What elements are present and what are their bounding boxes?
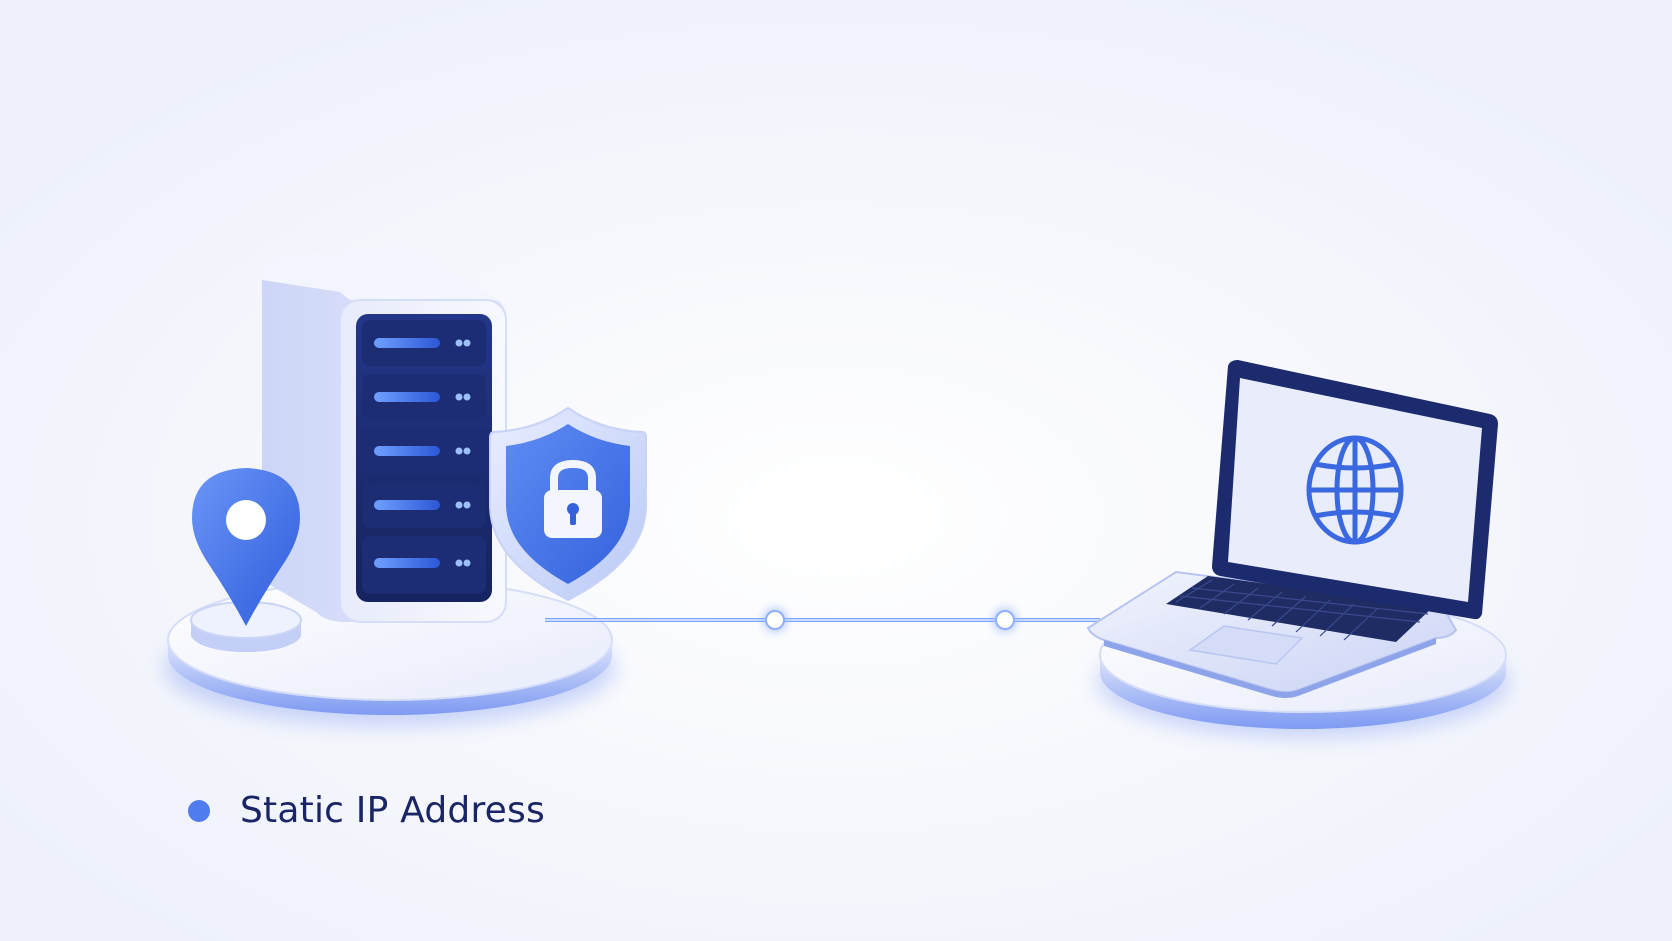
server-icon <box>262 245 507 623</box>
connection-node <box>992 607 1018 633</box>
server-bay <box>362 320 486 366</box>
laptop-icon <box>1086 360 1498 698</box>
left-platform <box>165 579 615 726</box>
server-bay <box>362 536 486 594</box>
shield-lock-icon <box>489 406 647 602</box>
globe-icon <box>1306 435 1404 545</box>
legend-dot <box>188 799 210 822</box>
server-bay <box>362 428 486 474</box>
legend: Static IP Address <box>188 790 545 831</box>
map-pin-icon <box>190 468 302 652</box>
keyboard <box>1166 576 1434 642</box>
connection-line <box>545 607 1100 633</box>
padlock-icon <box>544 459 602 538</box>
legend-label: Static IP Address <box>240 790 545 831</box>
connection-node <box>762 607 788 633</box>
server-bay <box>362 482 486 528</box>
server-bay <box>362 374 486 420</box>
